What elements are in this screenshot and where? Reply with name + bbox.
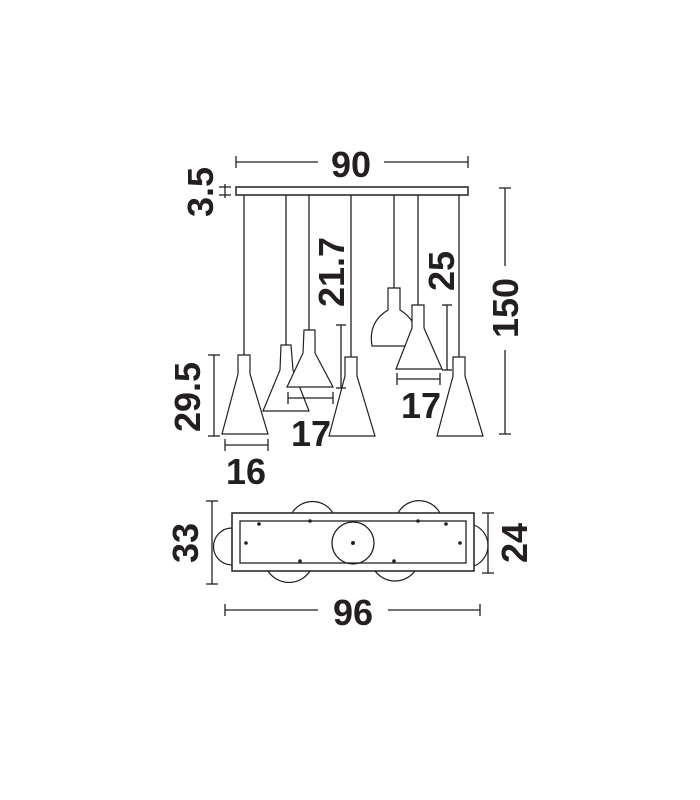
ceiling-rose-center <box>351 541 355 545</box>
dim-shade-width-label: 16 <box>226 451 266 492</box>
cone-shade-right <box>436 356 484 437</box>
cone-shade-center <box>328 356 376 437</box>
dim-small-shade-width-left-label: 17 <box>291 413 331 454</box>
ceiling-rose <box>331 521 375 565</box>
dim-small-shade-length <box>336 324 346 389</box>
dim-overall-height-label: 150 <box>485 278 526 338</box>
suspension-cables <box>243 195 460 357</box>
dim-small-shade-length-right <box>442 304 452 371</box>
canopy-plate-outer <box>231 512 475 572</box>
dim-small-shade-width-right-label: 17 <box>401 385 441 426</box>
dim-small-shade-length-label: 21.7 <box>311 237 352 307</box>
dim-canopy-height <box>219 184 231 198</box>
dim-small-shade-length-right-label: 25 <box>421 251 462 291</box>
dim-shade-height-label: 29.5 <box>167 362 208 432</box>
dim-canopy-height-label: 3.5 <box>180 167 221 217</box>
dim-base-width-label: 96 <box>333 592 373 633</box>
dim-shade-height <box>208 354 220 437</box>
dim-canopy-depth <box>482 512 494 574</box>
dim-overall-height <box>499 187 511 435</box>
dim-top-width <box>235 156 469 168</box>
dim-shade-width <box>224 439 269 451</box>
dim-small-shade-width-left <box>287 392 334 404</box>
dim-top-width-label: 90 <box>331 144 371 185</box>
small-shade-left-front <box>286 329 334 388</box>
dim-canopy-depth-label: 24 <box>494 523 535 563</box>
dim-small-shade-width-right <box>396 373 441 385</box>
canopy-bar <box>235 186 469 196</box>
front-view: 90 3.5 150 29.5 16 <box>167 144 526 492</box>
small-shade-left-back <box>262 344 310 412</box>
small-shade-right-front <box>395 304 443 370</box>
canopy-plate-inner <box>239 520 467 564</box>
cone-shade-left <box>221 354 269 435</box>
top-view: 33 24 96 <box>165 500 535 633</box>
dim-base-depth-label: 33 <box>165 523 206 563</box>
dim-base-depth <box>206 500 218 585</box>
dim-base-width <box>224 604 481 616</box>
cable-entry-points <box>244 519 462 563</box>
